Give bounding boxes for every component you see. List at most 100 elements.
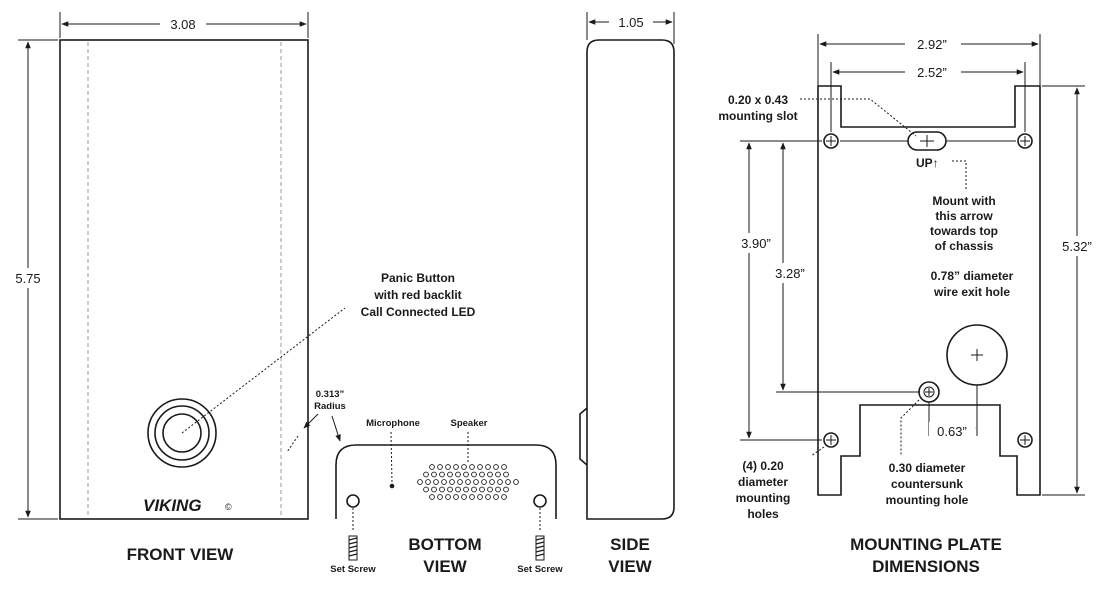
set-screw-right xyxy=(535,535,545,561)
speaker-grille-hole xyxy=(471,471,477,478)
speaker-grille-hole xyxy=(423,486,429,493)
speaker-grille-hole xyxy=(503,486,509,493)
speaker-grille-hole xyxy=(433,479,439,485)
plate-outer-width-dim: 2.92” xyxy=(917,37,947,52)
speaker-grille-hole xyxy=(477,494,483,500)
arrow-note-3: towards top xyxy=(930,224,998,238)
panic-button xyxy=(147,398,217,468)
holes-label-2: diameter xyxy=(738,475,788,489)
speaker-grille-hole xyxy=(431,471,437,478)
speaker-grille-hole xyxy=(455,471,461,478)
mounting-hole-br xyxy=(1017,432,1033,448)
up-arrow-label: UP↑ xyxy=(916,156,939,170)
bottom-view-title-1: BOTTOM xyxy=(408,535,481,554)
speaker-grille-hole xyxy=(461,464,467,470)
speaker-grille-hole xyxy=(503,471,509,478)
panic-label-3: Call Connected LED xyxy=(361,305,476,319)
speaker-grille-hole xyxy=(441,479,447,485)
speaker-grille-hole xyxy=(439,471,445,478)
side-view-title-1: SIDE xyxy=(610,535,650,554)
speaker-grille-hole xyxy=(447,486,453,493)
side-housing xyxy=(586,39,675,520)
plate-outer-height-dim: 5.32” xyxy=(1062,239,1092,254)
speaker-grille-hole xyxy=(429,494,435,500)
speaker-label: Speaker xyxy=(451,418,488,429)
holes-label-4: holes xyxy=(747,507,779,521)
speaker-grille-hole xyxy=(469,464,475,470)
plate-outline xyxy=(817,85,1041,496)
speaker-grille-hole xyxy=(485,494,491,500)
side-view-title-2: VIEW xyxy=(608,557,652,576)
countersunk-offset-dim: 0.63” xyxy=(937,424,967,439)
speaker-grille-hole xyxy=(495,471,501,478)
viking-logo: VIKING xyxy=(143,496,202,515)
countersunk-label-1: 0.30 diameter xyxy=(889,461,966,475)
speaker-grille-hole xyxy=(447,471,453,478)
speaker-grille-hole xyxy=(501,494,507,500)
radius-label-2: Radius xyxy=(314,401,346,412)
mounting-slot xyxy=(907,131,947,151)
speaker-grille-hole xyxy=(463,471,469,478)
speaker-grille-hole xyxy=(477,464,483,470)
speaker-grille-hole xyxy=(423,471,429,478)
arrow-note-2: this arrow xyxy=(935,209,993,223)
front-housing xyxy=(59,39,309,520)
bottom-view: Microphone Speaker Set Screw Set Screw B… xyxy=(330,418,563,576)
speaker-grille-hole xyxy=(439,486,445,493)
speaker-grille-hole xyxy=(481,479,487,485)
panic-label-2: with red backlit xyxy=(373,288,461,302)
mounting-hole-tr xyxy=(1017,133,1033,149)
speaker-grille-hole xyxy=(473,479,479,485)
set-screw-label-right: Set Screw xyxy=(517,564,563,575)
arrow-note-1: Mount with xyxy=(932,194,995,208)
mounting-title-2: DIMENSIONS xyxy=(872,557,980,576)
speaker-grille-hole xyxy=(489,479,495,485)
speaker-grille-hole xyxy=(485,464,491,470)
speaker-grille-hole xyxy=(455,486,461,493)
mounting-plate: 2.92” 2.52” 5.32” 3.90” 3.28” xyxy=(718,34,1100,576)
speaker-grille-hole xyxy=(445,494,451,500)
speaker-grille-hole xyxy=(505,479,511,485)
speaker-grille-hole xyxy=(461,494,467,500)
wire-exit-hole xyxy=(946,324,1008,386)
holes-label-3: mounting xyxy=(736,491,791,505)
copyright-mark: © xyxy=(225,502,232,512)
front-view: 3.08 5.75 Panic Button with red backlit … xyxy=(10,12,476,564)
countersunk-label-3: mounting hole xyxy=(886,493,969,507)
speaker-grille-hole xyxy=(457,479,463,485)
slot-label-1: 0.20 x 0.43 xyxy=(728,93,788,107)
speaker-grille-hole xyxy=(445,464,451,470)
side-depth-dim: 1.05 xyxy=(618,15,643,30)
screw-hole-right xyxy=(533,494,547,508)
front-height-dim: 5.75 xyxy=(15,271,40,286)
front-view-title: FRONT VIEW xyxy=(127,545,235,564)
speaker-grille-hole xyxy=(465,479,471,485)
mounting-hole-tl xyxy=(823,133,839,149)
plate-hole-span-dim: 3.90” xyxy=(741,236,771,251)
speaker-grille-hole xyxy=(493,464,499,470)
speaker-grille-hole xyxy=(437,494,443,500)
speaker-grille-hole xyxy=(449,479,455,485)
speaker-grille-hole xyxy=(437,464,443,470)
speaker-grille xyxy=(417,464,519,500)
speaker-grille-hole xyxy=(471,486,477,493)
speaker-grille-hole xyxy=(487,486,493,493)
slot-label-2: mounting slot xyxy=(718,109,797,123)
speaker-grille-hole xyxy=(479,471,485,478)
speaker-grille-hole xyxy=(463,486,469,493)
wire-hole-label-1: 0.78” diameter xyxy=(931,269,1014,283)
speaker-grille-hole xyxy=(453,494,459,500)
speaker-grille-hole xyxy=(493,494,499,500)
speaker-grille-hole xyxy=(425,479,431,485)
mounting-title-1: MOUNTING PLATE xyxy=(850,535,1002,554)
front-width-dim: 3.08 xyxy=(170,17,195,32)
arrow-note-4: of chassis xyxy=(935,239,994,253)
speaker-grille-hole xyxy=(479,486,485,493)
speaker-grille-hole xyxy=(501,464,507,470)
speaker-grille-hole xyxy=(429,464,435,470)
speaker-grille-hole xyxy=(497,479,503,485)
microphone-hole xyxy=(389,483,395,489)
speaker-grille-hole xyxy=(431,486,437,493)
screw-hole-left xyxy=(346,494,360,508)
side-view: 1.05 SIDE VIEW xyxy=(579,12,675,576)
